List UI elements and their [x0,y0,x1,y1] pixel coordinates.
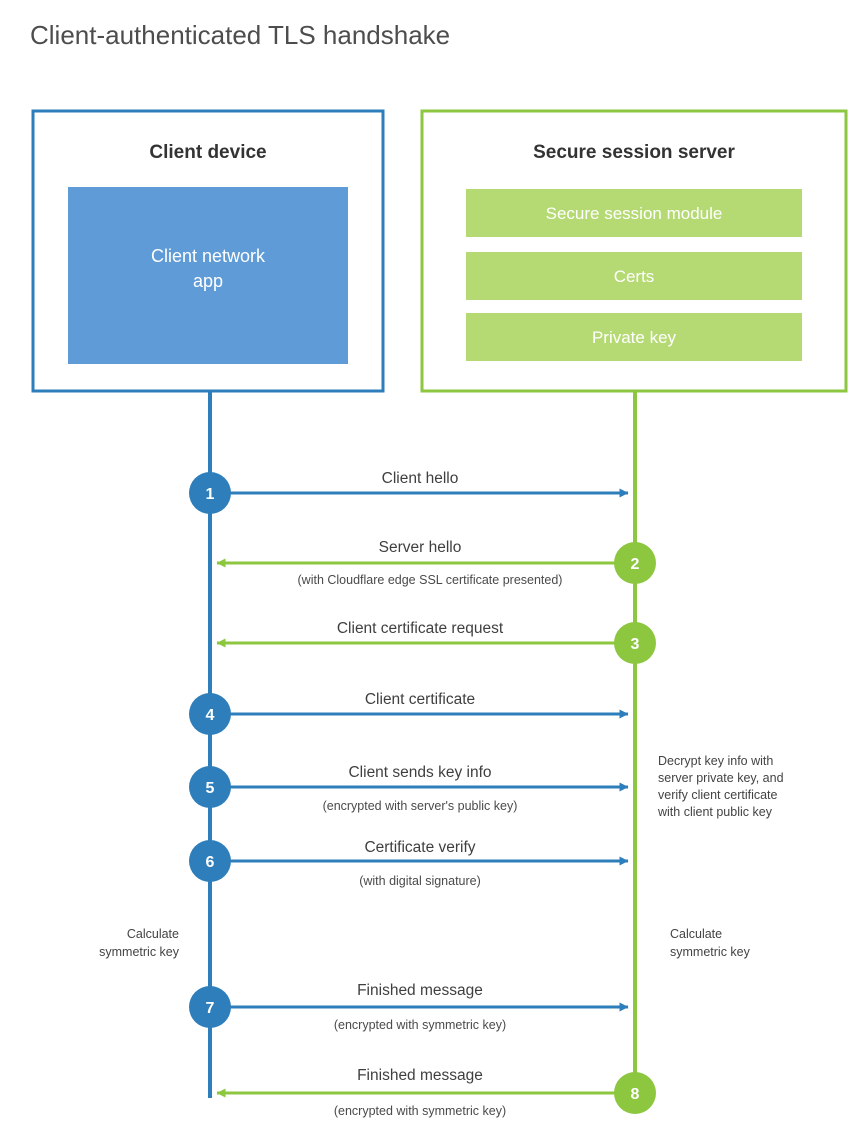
step-7-marker[interactable] [189,986,231,1028]
step-6-marker[interactable] [189,840,231,882]
server-calculate-note-line-1: symmetric key [670,945,751,959]
step-8-sublabel: (encrypted with symmetric key) [334,1104,506,1118]
server-bar-label-2: Private key [592,328,677,347]
step-5-group[interactable]: Client sends key info (encrypted with se… [189,764,629,813]
client-network-app-box [68,187,348,364]
step-6-group[interactable]: Certificate verify (with digital signatu… [189,839,629,888]
step-2-label: Server hello [379,539,462,556]
step-7-label: Finished message [357,982,483,999]
step-5-number: 5 [206,780,215,797]
step-7-sublabel: (encrypted with symmetric key) [334,1018,506,1032]
step-7-group[interactable]: Finished message (encrypted with symmetr… [189,982,629,1032]
step-2-group[interactable]: Server hello (with Cloudflare edge SSL c… [216,539,656,587]
step-2-marker[interactable] [614,542,656,584]
secure-session-server-panel: Secure session server Secure session mod… [420,109,848,393]
server-calculate-note: Calculate symmetric key [670,927,751,959]
step-8-group[interactable]: Finished message (encrypted with symmetr… [216,1067,656,1118]
step-7-number: 7 [206,1000,215,1017]
step-4-marker[interactable] [189,693,231,735]
step-1-group[interactable]: Client hello 1 [189,470,629,514]
client-network-app-label-line2: app [193,271,223,291]
client-calculate-note: Calculate symmetric key [99,927,180,959]
step-5-sublabel: (encrypted with server's public key) [323,799,518,813]
page-title: Client-authenticated TLS handshake [30,20,450,50]
step-3-label: Client certificate request [337,620,504,637]
step-4-number: 4 [206,707,215,724]
server-decrypt-note-line-2: verify client certificate [658,788,778,802]
server-calculate-note-line-0: Calculate [670,927,722,941]
step-1-number: 1 [206,486,215,503]
client-calculate-note-line-1: symmetric key [99,945,180,959]
step-4-label: Client certificate [365,691,475,708]
server-decrypt-note-line-3: with client public key [657,805,773,819]
server-bar-label-1: Certs [614,267,655,286]
step-2-sublabel: (with Cloudflare edge SSL certificate pr… [298,573,563,587]
step-6-number: 6 [206,854,215,871]
step-6-sublabel: (with digital signature) [359,874,481,888]
client-calculate-note-line-0: Calculate [127,927,179,941]
step-3-marker[interactable] [614,622,656,664]
server-decrypt-note-line-0: Decrypt key info with [658,754,773,768]
server-bar-private-key [466,313,802,361]
server-bar-label-0: Secure session module [546,204,723,223]
step-5-marker[interactable] [189,766,231,808]
server-bar-secure-session-module [466,189,802,237]
server-decrypt-note-line-1: server private key, and [658,771,784,785]
client-device-panel: Client device Client network app [31,109,385,393]
step-1-label: Client hello [382,470,459,487]
step-1-marker[interactable] [189,472,231,514]
step-8-marker[interactable] [614,1072,656,1114]
step-3-group[interactable]: Client certificate request 3 [216,620,656,664]
step-5-label: Client sends key info [348,764,491,781]
step-4-group[interactable]: Client certificate 4 [189,691,629,735]
step-6-label: Certificate verify [364,839,475,856]
step-2-number: 2 [631,556,640,573]
step-8-label: Finished message [357,1067,483,1084]
step-8-number: 8 [631,1086,640,1103]
server-panel-title: Secure session server [533,142,735,163]
client-network-app-label-line1: Client network [151,246,266,266]
step-3-number: 3 [631,636,640,653]
client-panel-title: Client device [149,142,266,163]
server-bar-certs [466,252,802,300]
server-decrypt-note: Decrypt key info with server private key… [657,754,784,819]
